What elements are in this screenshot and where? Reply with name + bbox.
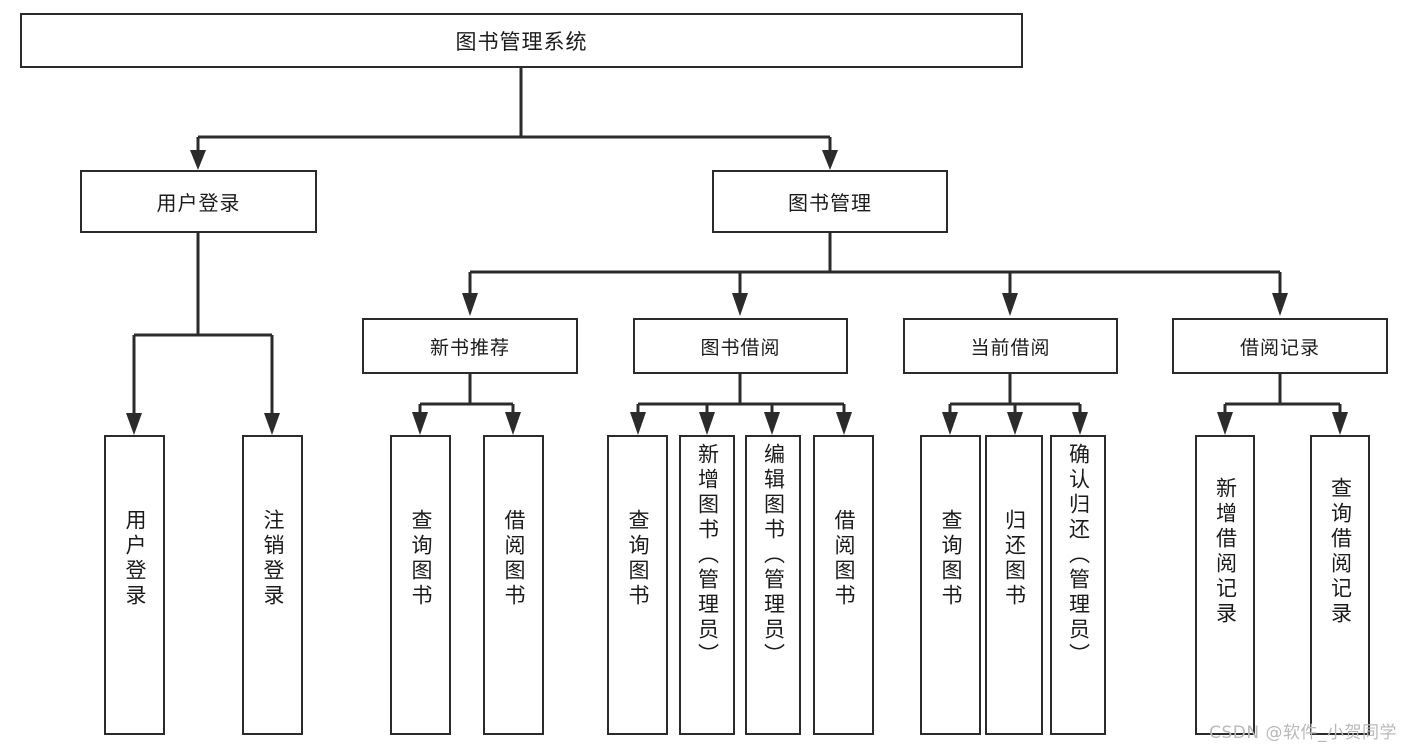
node-label: 确认归还（管理员） (1066, 443, 1091, 668)
leaf-add-book-admin[interactable]: 新增图书（管理员） (679, 435, 735, 735)
node-user-login[interactable]: 用户登录 (80, 170, 317, 233)
node-label: 查询图书 (626, 509, 650, 609)
node-label: 新增图书（管理员） (695, 443, 720, 668)
leaf-add-borrow-record[interactable]: 新增借阅记录 (1195, 435, 1255, 735)
node-book-management[interactable]: 图书管理 (712, 170, 948, 233)
leaf-query-book-borrow[interactable]: 查询图书 (607, 435, 668, 735)
node-label: 用户登录 (156, 191, 241, 215)
node-label: 查询借阅记录 (1328, 477, 1353, 627)
leaf-query-book-current[interactable]: 查询图书 (920, 435, 981, 735)
node-label: 查询图书 (939, 509, 963, 609)
node-root-book-management-system[interactable]: 图书管理系统 (20, 13, 1023, 68)
node-label: 图书管理 (788, 191, 872, 215)
node-label: 编辑图书（管理员） (761, 443, 786, 668)
leaf-confirm-return-admin[interactable]: 确认归还（管理员） (1050, 435, 1106, 735)
node-label: 借阅记录 (1239, 336, 1320, 359)
leaf-return-book[interactable]: 归还图书 (985, 435, 1043, 735)
leaf-logout[interactable]: 注销登录 (242, 435, 303, 735)
node-label: 用户登录 (123, 509, 147, 609)
leaf-query-borrow-record[interactable]: 查询借阅记录 (1310, 435, 1370, 735)
node-label: 查询图书 (409, 509, 433, 609)
node-current-borrowing[interactable]: 当前借阅 (903, 318, 1118, 374)
node-label: 图书借阅 (700, 336, 781, 359)
node-borrow-records[interactable]: 借阅记录 (1172, 318, 1388, 374)
leaf-user-login[interactable]: 用户登录 (104, 435, 165, 735)
node-label: 借阅图书 (502, 509, 526, 609)
node-label: 新书推荐 (429, 336, 510, 359)
leaf-edit-book-admin[interactable]: 编辑图书（管理员） (745, 435, 801, 735)
leaf-query-book-recommend[interactable]: 查询图书 (390, 435, 451, 735)
watermark-text: CSDN @软件_小贺同学 (1209, 723, 1397, 743)
node-label: 图书管理系统 (455, 29, 588, 54)
node-new-book-recommendation[interactable]: 新书推荐 (362, 318, 578, 374)
node-label: 当前借阅 (970, 336, 1051, 359)
leaf-borrow-book[interactable]: 借阅图书 (813, 435, 874, 735)
node-label: 注销登录 (261, 509, 285, 609)
leaf-borrow-book-recommend[interactable]: 借阅图书 (483, 435, 544, 735)
node-book-borrowing[interactable]: 图书借阅 (633, 318, 848, 374)
node-label: 借阅图书 (832, 509, 856, 609)
node-label: 新增借阅记录 (1213, 477, 1238, 627)
node-label: 归还图书 (1002, 509, 1027, 609)
